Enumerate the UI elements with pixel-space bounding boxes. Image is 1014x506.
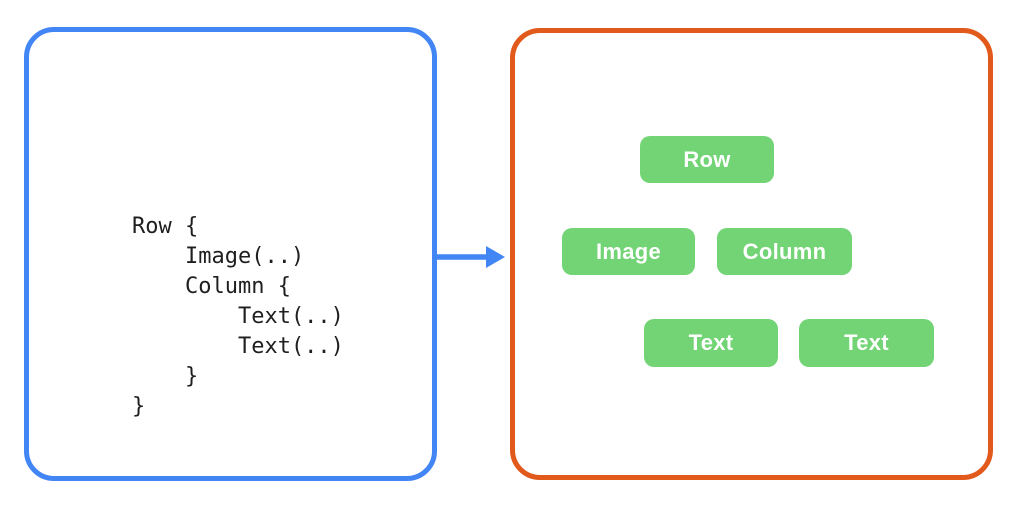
code-line: Image(..) <box>132 244 305 269</box>
tree-node-label: Row <box>683 146 731 172</box>
tree-node-text-first: Text <box>644 319 778 367</box>
code-block: Row { Image(..) Column { Text(..) Text(.… <box>132 212 344 422</box>
code-line: Text(..) <box>132 304 344 329</box>
tree-node-label: Column <box>742 238 827 264</box>
tree-node-text-second: Text <box>799 319 934 367</box>
code-line: Column { <box>132 274 291 299</box>
code-panel: Row { Image(..) Column { Text(..) Text(.… <box>24 27 437 481</box>
code-line: Row { <box>132 214 199 239</box>
tree-node-image: Image <box>562 228 695 275</box>
code-line: } <box>132 394 146 419</box>
tree-node-label: Image <box>595 238 662 264</box>
tree-node-label: Text <box>688 330 734 355</box>
code-line: } <box>132 364 199 389</box>
tree-node-row: Row <box>640 136 774 183</box>
tree-node-column: Column <box>717 228 852 275</box>
tree-node-label: Text <box>844 330 889 355</box>
flow-arrow-head-icon <box>486 246 505 268</box>
code-line: Text(..) <box>132 334 344 359</box>
